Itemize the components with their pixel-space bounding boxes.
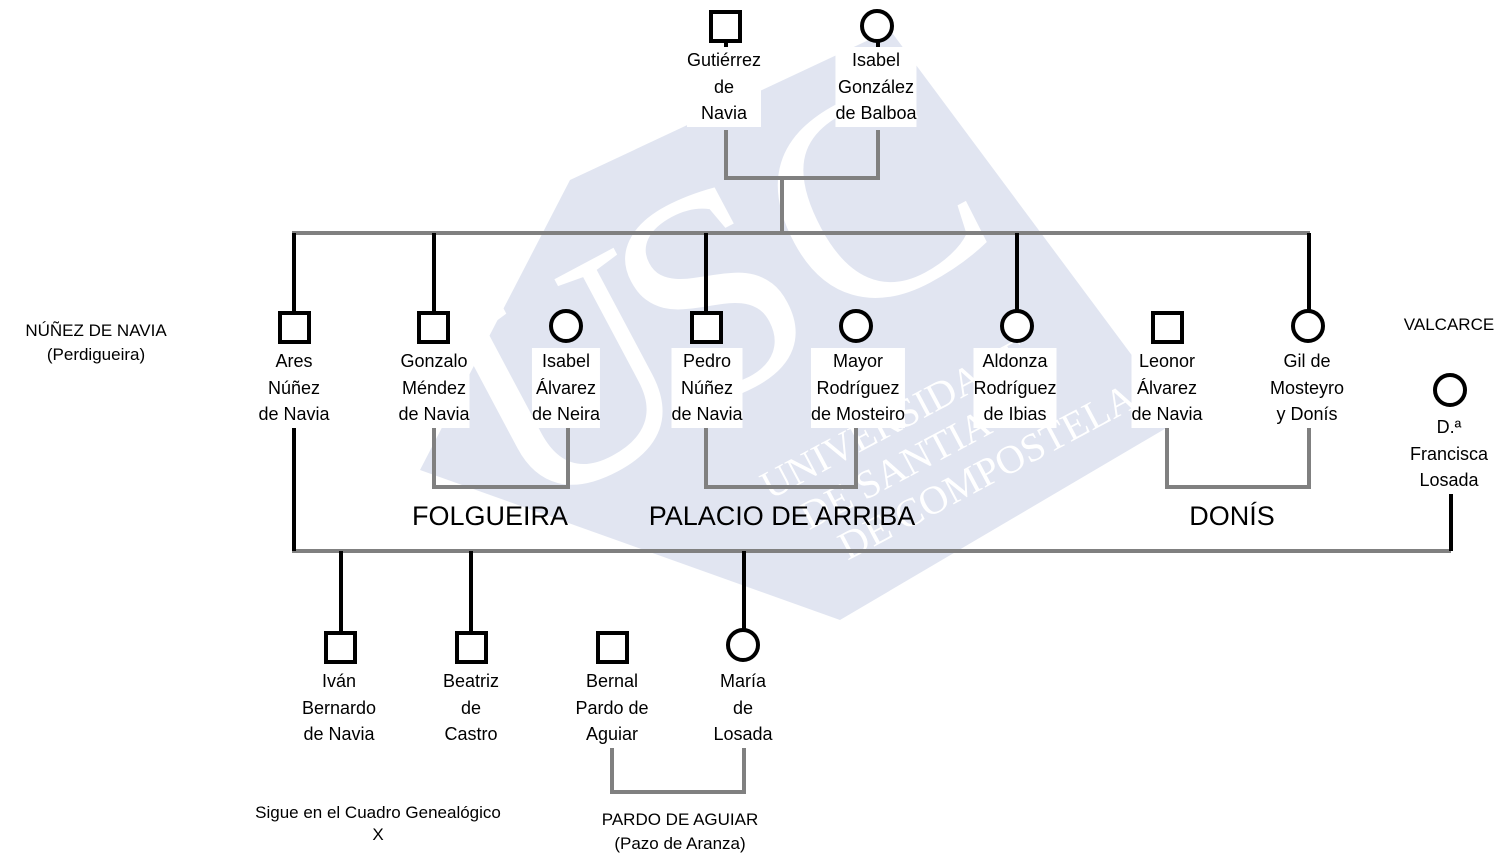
watermark-diamond	[420, 30, 1180, 620]
donis-union-line	[1165, 428, 1311, 489]
male-symbol-bernal	[596, 631, 629, 664]
person-name-line: Bernardo	[301, 697, 377, 718]
descent-lines	[292, 40, 1453, 632]
person-name-line: Pardo de	[575, 697, 649, 718]
person-name-line: Pedro	[682, 351, 732, 371]
male-symbol-gutierrez	[709, 10, 742, 43]
male-symbol-ivan	[324, 631, 357, 664]
person-name-line: Losada	[713, 724, 773, 744]
person-name-line: Rodríguez	[973, 377, 1057, 398]
person-name-line: de Neira	[531, 404, 601, 424]
person-ivan: Iván Bernardo de Navia	[301, 668, 377, 748]
person-name-line: Leonor	[1138, 351, 1196, 371]
person-name-line: Isabel	[851, 50, 901, 70]
person-leonor: Leonor Álvarez de Navia	[1131, 348, 1203, 428]
person-name-line: Ares	[275, 351, 313, 371]
house-label-nunez-de-navia: NÚÑEZ DE NAVIA (Perdigueira)	[25, 319, 166, 367]
person-name-line: Gonzalo	[400, 351, 468, 371]
person-beatriz: Beatriz de Castro	[442, 668, 500, 748]
person-name-line: de	[732, 697, 754, 718]
person-name-line: de Navia	[671, 404, 743, 424]
person-name-line: de Navia	[258, 404, 330, 424]
person-gil: Gil de Mosteyro y Donís	[1269, 348, 1345, 428]
continuation-note-line: Sigue en el Cuadro Genealógico	[255, 803, 501, 822]
person-francisca: D.ª Francisca Losada	[1409, 414, 1489, 494]
person-name-line: de Balboa	[835, 103, 917, 123]
person-mayor: Mayor Rodríguez de Mosteiro	[810, 348, 906, 428]
house-label-valcarce: VALCARCE	[1403, 315, 1495, 334]
male-symbol-leonor	[1151, 311, 1184, 344]
house-title: PARDO DE AGUIAR	[601, 810, 759, 829]
house-title: NÚÑEZ DE NAVIA	[25, 321, 167, 340]
male-symbol-ares	[278, 311, 311, 344]
parents-union-line	[724, 130, 880, 180]
person-name-line: de Navia	[398, 404, 470, 424]
person-name-line: Navia	[700, 103, 748, 123]
person-aldonza: Aldonza Rodríguez de Ibias	[973, 348, 1057, 428]
branch-label-folgueira: FOLGUEIRA	[411, 501, 569, 531]
person-name-line: Mosteyro	[1269, 377, 1345, 398]
person-name-line: Mayor	[832, 351, 884, 371]
person-name-line: Castro	[444, 724, 498, 744]
female-symbol-maria	[726, 628, 760, 662]
person-name-line: Aguiar	[585, 724, 639, 744]
person-isabel-gb: Isabel González de Balboa	[835, 47, 917, 127]
person-symbols	[278, 9, 1467, 664]
folgueira-union-line	[432, 428, 570, 489]
person-name-line: Rodríguez	[816, 377, 900, 398]
male-symbol-pedro	[690, 311, 723, 344]
person-name-line: Núñez	[267, 377, 321, 398]
palacio-union-line	[704, 428, 858, 489]
person-name-line: Bernal	[585, 671, 639, 691]
person-name-line: Núñez	[680, 377, 734, 398]
person-name-line: Álvarez	[1136, 377, 1198, 398]
branch-label-donis: DONÍS	[1189, 501, 1275, 531]
person-name-line: de Navia	[1131, 404, 1203, 424]
female-symbol-isabel-gb	[860, 9, 894, 43]
female-symbol-gil	[1291, 309, 1325, 343]
connector-lines	[292, 130, 1451, 794]
person-name-line: de Navia	[303, 724, 375, 744]
pardo-union-line	[610, 745, 746, 794]
continuation-note-line: X	[372, 825, 384, 844]
person-pedro: Pedro Núñez de Navia	[671, 348, 743, 428]
female-symbol-francisca	[1433, 373, 1467, 407]
person-isabel-an: Isabel Álvarez de Neira	[531, 348, 601, 428]
person-name-line: Álvarez	[535, 377, 597, 398]
person-name-line: Gil de	[1283, 351, 1331, 371]
person-name-line: Aldonza	[982, 351, 1048, 371]
person-name-line: Losada	[1419, 470, 1479, 490]
person-name-line: Iván	[321, 671, 357, 691]
person-name-line: de Ibias	[983, 404, 1047, 424]
person-name-line: Gutiérrez	[686, 50, 762, 70]
person-name-line: de	[460, 697, 482, 718]
person-maria: María de Losada	[713, 668, 773, 748]
person-name-line: de Mosteiro	[810, 404, 906, 424]
person-name-line: Isabel	[541, 351, 591, 371]
person-name-line: y Donís	[1276, 404, 1338, 424]
male-symbol-gonzalo	[417, 311, 450, 344]
female-symbol-isabel-an	[549, 309, 583, 343]
person-gutierrez: Gutiérrez de Navia	[686, 47, 762, 127]
person-name-line: de	[713, 76, 735, 97]
house-label-pardo-de-aguiar: PARDO DE AGUIAR (Pazo de Aranza)	[602, 808, 759, 856]
person-name-line: María	[719, 671, 766, 691]
person-name-line: Méndez	[401, 377, 467, 398]
female-symbol-aldonza	[1000, 309, 1034, 343]
person-name-line: D.ª	[1436, 417, 1462, 437]
person-gonzalo: Gonzalo Méndez de Navia	[398, 348, 470, 428]
person-bernal: Bernal Pardo de Aguiar	[575, 668, 649, 748]
continuation-note: Sigue en el Cuadro Genealógico X	[255, 802, 501, 846]
house-subtitle: (Perdigueira)	[46, 345, 146, 364]
person-name-line: Francisca	[1409, 443, 1489, 464]
branch-label-palacio-de-arriba: PALACIO DE ARRIBA	[648, 501, 916, 531]
person-name-line: González	[837, 76, 915, 97]
person-ares: Ares Núñez de Navia	[258, 348, 330, 428]
female-symbol-mayor	[839, 309, 873, 343]
male-symbol-beatriz	[455, 631, 488, 664]
person-name-line: Beatriz	[442, 671, 500, 691]
house-subtitle: (Pazo de Aranza)	[614, 834, 746, 853]
